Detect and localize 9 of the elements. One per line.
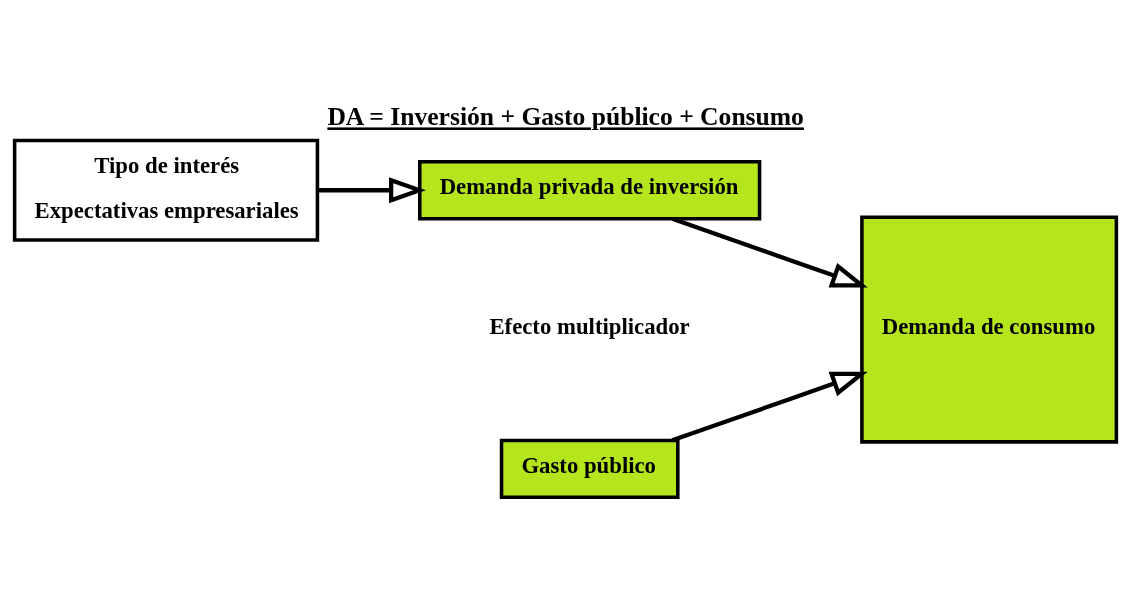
label: Efecto multiplicador: [489, 313, 690, 339]
arrow: [671, 216, 868, 288]
arrow: [671, 371, 868, 443]
arrow: [317, 177, 426, 204]
node-box: Tipo de interés Expectativas empresariales: [12, 138, 320, 242]
node-box: Gasto público: [499, 438, 680, 500]
diagram-title: DA = Inversión + Gasto público + Consumo: [327, 102, 804, 132]
node-box: Demanda de consumo: [860, 215, 1119, 444]
node-box: Demanda privada de inversión: [418, 160, 762, 221]
